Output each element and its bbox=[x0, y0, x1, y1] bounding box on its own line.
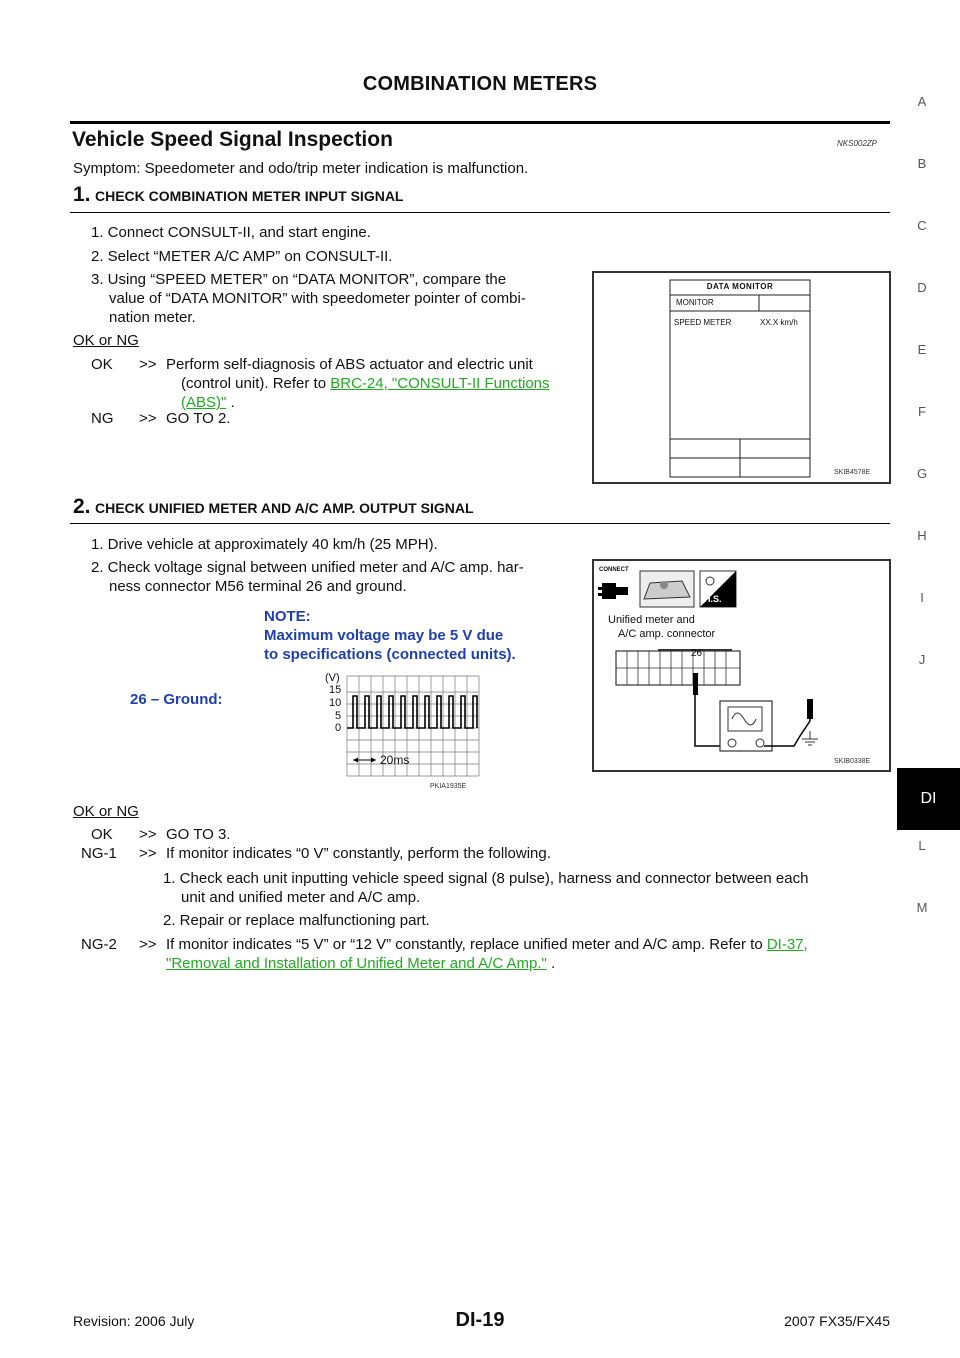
note-block: NOTE: Maximum voltage may be 5 V due to … bbox=[264, 607, 516, 664]
di-37-link[interactable]: DI-37, bbox=[766, 936, 808, 953]
wave-tick-15: 15 bbox=[329, 684, 342, 696]
side-index-g[interactable]: G bbox=[916, 466, 928, 481]
step2-ng2-label: NG-2 bbox=[81, 936, 117, 953]
step1-item1: 1. Connect CONSULT-II, and start engine. bbox=[91, 224, 371, 241]
side-index-di-active[interactable]: DI bbox=[897, 768, 960, 830]
dm-monitor: MONITOR bbox=[676, 298, 714, 307]
step1-item3-line3: nation meter. bbox=[109, 309, 196, 326]
brc-24-link[interactable]: BRC-24, "CONSULT-II Functions bbox=[330, 375, 550, 392]
step2-item2-line2: ness connector M56 terminal 26 and groun… bbox=[109, 578, 407, 595]
step2-ng2-end: . bbox=[546, 955, 556, 972]
side-index-a[interactable]: A bbox=[917, 94, 927, 109]
step1-ng-arrow: >> bbox=[139, 410, 157, 427]
step1-item3-line1: 3. Using “SPEED METER” on “DATA MONITOR”… bbox=[91, 271, 507, 288]
removal-installation-link[interactable]: "Removal and Installation of Unified Met… bbox=[166, 955, 547, 972]
side-index-i[interactable]: I bbox=[920, 590, 924, 605]
step1-ng-text: GO TO 2. bbox=[166, 410, 231, 427]
dm-header: DATA MONITOR bbox=[706, 282, 774, 291]
side-index-b[interactable]: B bbox=[917, 156, 927, 171]
side-index-l[interactable]: L bbox=[918, 838, 926, 853]
wave-tick-0: 0 bbox=[335, 722, 342, 734]
step1-ok-refer: (control unit). Refer to bbox=[181, 375, 331, 392]
step1-heading: 1. CHECK COMBINATION METER INPUT SIGNAL bbox=[73, 183, 403, 207]
connect-label: CONNECT bbox=[599, 567, 629, 573]
step2-ng2-text: If monitor indicates “5 V” or “12 V” con… bbox=[166, 936, 767, 953]
step1-ok-line3: (ABS)" . bbox=[181, 393, 235, 412]
step1-ok-end: . bbox=[226, 394, 235, 411]
hs-label: H.S. bbox=[704, 594, 722, 604]
step1-rule bbox=[70, 212, 890, 213]
terminal-26-label: 26 bbox=[691, 648, 703, 659]
wave-time: 20ms bbox=[380, 753, 410, 767]
step2-ok-label: OK bbox=[91, 826, 113, 843]
side-index-h[interactable]: H bbox=[917, 528, 927, 543]
step2-ng1-sub2: 2. Repair or replace malfunctioning part… bbox=[163, 912, 430, 929]
step1-title: CHECK COMBINATION METER INPUT SIGNAL bbox=[94, 188, 404, 204]
note-line1: Maximum voltage may be 5 V due bbox=[264, 627, 504, 644]
brc-24-link-cont[interactable]: (ABS)" bbox=[181, 394, 227, 411]
voltage-waveform: (V) 15 10 5 0 20ms PKIA1935E bbox=[320, 672, 500, 792]
side-index-m[interactable]: M bbox=[916, 900, 928, 915]
step2-ng1-arrow: >> bbox=[139, 845, 157, 862]
step1-ok-label: OK bbox=[91, 356, 113, 373]
wave-tick-10: 10 bbox=[329, 697, 342, 709]
ground-label: 26 – Ground: bbox=[130, 691, 223, 708]
footer-model: 2007 FX35/FX45 bbox=[784, 1313, 890, 1329]
connector-label-line1: Unified meter and bbox=[608, 614, 695, 626]
step2-item2-line1: 2. Check voltage signal between unified … bbox=[91, 559, 524, 576]
data-monitor-figure: DATA MONITOR MONITOR SPEED METER XX.X km… bbox=[592, 271, 891, 484]
step1-ok-or-ng: OK or NG bbox=[73, 332, 139, 349]
step1-number: 1. bbox=[73, 183, 91, 206]
connector-label: Unified meter and A/C amp. connector bbox=[608, 613, 715, 641]
data-monitor-screen bbox=[669, 279, 811, 478]
side-index-e[interactable]: E bbox=[917, 342, 927, 357]
step2-ok-arrow: >> bbox=[139, 826, 157, 843]
step1-item2: 2. Select “METER A/C AMP” on CONSULT-II. bbox=[91, 248, 393, 265]
section-title: Vehicle Speed Signal Inspection bbox=[72, 128, 393, 151]
side-index-j[interactable]: J bbox=[918, 652, 926, 667]
step2-number: 2. bbox=[73, 495, 91, 518]
page-header-title: COMBINATION METERS bbox=[362, 73, 598, 95]
dm-value: XX.X km/h bbox=[760, 318, 798, 327]
dm-item: SPEED METER bbox=[674, 318, 732, 327]
step1-ok-line1: Perform self-diagnosis of ABS actuator a… bbox=[166, 356, 533, 373]
step2-ng1-sub1-line1: 1. Check each unit inputting vehicle spe… bbox=[163, 870, 809, 887]
step2-ng1-label: NG-1 bbox=[81, 845, 117, 862]
step2-ng2-line2: "Removal and Installation of Unified Met… bbox=[166, 954, 555, 973]
footer-page-number: DI-19 bbox=[455, 1309, 505, 1331]
wave-unit: (V) bbox=[325, 672, 340, 684]
connector-diagram bbox=[598, 570, 818, 752]
fig2-id: SKIB0338E bbox=[834, 758, 871, 765]
step2-heading: 2. CHECK UNIFIED METER AND A/C AMP. OUTP… bbox=[73, 495, 474, 519]
connector-figure: CONNECT H.S. Unified meter and A/C amp. … bbox=[592, 559, 891, 772]
fig1-id: SKIB4578E bbox=[834, 469, 871, 476]
section-code: NKS002ZP bbox=[837, 139, 878, 148]
step2-ok-or-ng: OK or NG bbox=[73, 803, 139, 820]
step1-ng-label: NG bbox=[91, 410, 114, 427]
step2-ok-text: GO TO 3. bbox=[166, 826, 231, 843]
wave-tick-5: 5 bbox=[335, 710, 342, 722]
step2-ng2-arrow: >> bbox=[139, 936, 157, 953]
step2-ng1-sub1-line2: unit and unified meter and A/C amp. bbox=[181, 889, 421, 906]
symptom-text: Symptom: Speedometer and odo/trip meter … bbox=[73, 160, 529, 177]
note-line2: to specifications (connected units). bbox=[264, 646, 516, 663]
step2-item1: 1. Drive vehicle at approximately 40 km/… bbox=[91, 536, 438, 553]
waveform-graph bbox=[346, 675, 480, 777]
side-index-c[interactable]: C bbox=[917, 218, 927, 233]
step1-ok-line2: (control unit). Refer to BRC-24, "CONSUL… bbox=[181, 374, 550, 393]
side-index-d[interactable]: D bbox=[917, 280, 927, 295]
note-heading: NOTE: bbox=[264, 608, 311, 625]
step2-rule bbox=[70, 523, 890, 524]
footer-revision: Revision: 2006 July bbox=[73, 1313, 195, 1329]
step1-ok-arrow: >> bbox=[139, 356, 157, 373]
header-rule bbox=[70, 121, 890, 124]
connector-label-line2: A/C amp. connector bbox=[618, 628, 716, 640]
wave-id: PKIA1935E bbox=[430, 783, 467, 790]
side-index-f[interactable]: F bbox=[918, 404, 926, 419]
step2-title: CHECK UNIFIED METER AND A/C AMP. OUTPUT … bbox=[94, 500, 474, 516]
step2-ng2-line1: If monitor indicates “5 V” or “12 V” con… bbox=[166, 935, 808, 954]
step1-item3-line2: value of “DATA MONITOR” with speedometer… bbox=[109, 290, 526, 307]
step2-ng1-text: If monitor indicates “0 V” constantly, p… bbox=[166, 845, 551, 862]
